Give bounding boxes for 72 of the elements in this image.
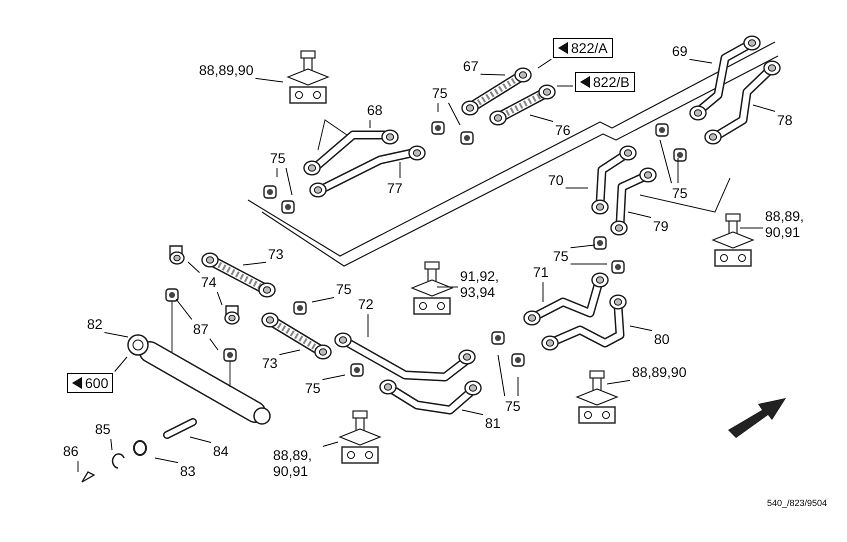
callout-number: 83 <box>180 463 196 480</box>
callout-number: 91,92, 93,94 <box>460 268 508 300</box>
drawing-number: 540_/823/9504 <box>767 498 828 508</box>
callout-number: 78 <box>777 112 793 128</box>
callout-number: 68 <box>367 102 383 118</box>
leader-line <box>448 102 460 126</box>
reference-number: 822/B <box>593 74 630 90</box>
callout-number: 75 <box>305 380 321 396</box>
leader-line <box>480 74 506 76</box>
leader-line <box>104 332 128 338</box>
leader-line <box>462 410 484 416</box>
callout-number: 69 <box>672 43 688 60</box>
callout-number: 74 <box>201 274 217 290</box>
callout-number: 87 <box>193 321 209 338</box>
callout-number: 77 <box>387 180 403 196</box>
callout-number: 75 <box>432 85 448 102</box>
callout-number: 70 <box>548 172 564 188</box>
callout-number: 80 <box>654 331 670 348</box>
reference-number: 600 <box>85 375 108 392</box>
leader-line <box>542 282 544 302</box>
callout-number: 73 <box>262 355 278 372</box>
leader-line <box>530 114 554 122</box>
leader-line <box>538 58 552 68</box>
leader-line <box>209 338 218 350</box>
leader-line <box>255 78 284 82</box>
callout-number: 82 <box>87 316 103 332</box>
callout-number: 75 <box>505 398 521 414</box>
leader-line <box>279 350 300 356</box>
callout-number: 72 <box>358 296 374 312</box>
leader-line <box>606 380 630 384</box>
reference-number: 822/A <box>571 40 608 56</box>
leader-line <box>276 168 278 178</box>
leader-line <box>190 436 212 443</box>
callout-number: 88,89,90 <box>632 364 686 380</box>
leader-line <box>216 292 222 306</box>
leader-line <box>114 356 128 372</box>
callout-number: 88,89, 90,91 <box>273 447 321 480</box>
callout-number: 81 <box>485 415 501 432</box>
leader-line <box>660 140 672 184</box>
leader-line <box>628 212 652 218</box>
leader-line <box>498 354 506 396</box>
callout-number: 88,89,90 <box>199 62 254 78</box>
reference-box <box>67 373 114 394</box>
leader-line <box>570 244 596 248</box>
reference-box <box>553 38 613 58</box>
leader-line <box>242 262 266 266</box>
reference-box <box>575 72 635 92</box>
leader-line <box>630 326 652 332</box>
leader-line <box>286 168 292 196</box>
leader-line <box>188 262 200 274</box>
leader-line <box>322 442 338 447</box>
callout-number: 75 <box>672 185 688 202</box>
leader-line <box>322 374 346 380</box>
callout-number: 85 <box>95 421 111 438</box>
leader-line <box>154 458 178 464</box>
leader-line <box>752 104 776 112</box>
callout-number: 86 <box>63 443 79 460</box>
callout-number: 84 <box>213 443 229 460</box>
callout-number: 76 <box>555 122 571 138</box>
callout-number: 73 <box>268 246 284 262</box>
callout-number: 75 <box>336 281 352 298</box>
callout-number: 75 <box>270 150 286 166</box>
callout-number: 79 <box>653 218 669 234</box>
leader-line <box>110 438 112 450</box>
callout-number: 88,89, 90,91 <box>765 208 813 240</box>
leader-line <box>436 286 458 288</box>
leader-line <box>312 297 334 302</box>
leader-line <box>689 58 712 64</box>
callout-number: 67 <box>463 58 479 74</box>
leader-line <box>176 298 192 320</box>
callout-number: 75 <box>553 248 569 264</box>
callout-number: 71 <box>533 264 549 280</box>
